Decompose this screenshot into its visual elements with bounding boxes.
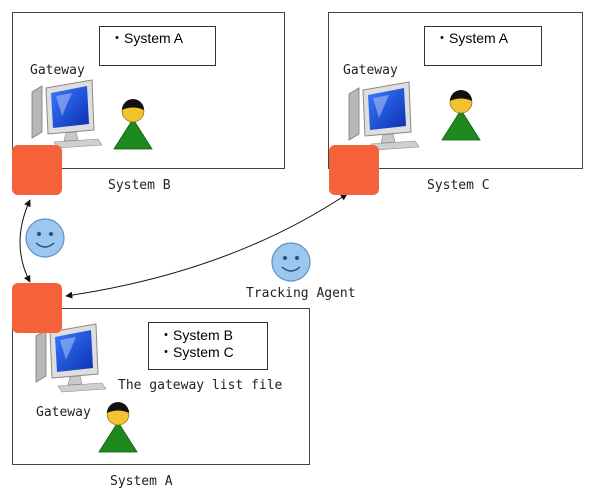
computer-icon — [348, 81, 420, 151]
system-b-name: System B — [108, 178, 171, 193]
gateway-node-a — [12, 283, 62, 333]
list-item: System C — [173, 344, 234, 360]
system-c-gateway-label: Gateway — [343, 63, 398, 78]
bullet-icon: ・ — [435, 30, 449, 46]
system-c-gateway-list: ・System A — [424, 26, 542, 66]
gateway-node-c — [329, 145, 379, 195]
gateway-node-b — [12, 145, 62, 195]
person-icon — [98, 401, 138, 453]
list-item: System B — [173, 327, 233, 343]
gateway-list-caption: The gateway list file — [118, 378, 283, 393]
person-icon — [441, 89, 481, 141]
smiley-agent-icon — [25, 218, 65, 258]
system-b-gateway-list: ・System A — [99, 26, 216, 66]
system-a-gateway-label: Gateway — [36, 405, 91, 420]
system-a-name: System A — [110, 474, 173, 489]
arrow-a-to-b — [19, 199, 31, 283]
bullet-icon: ・ — [159, 344, 173, 360]
list-item: System A — [124, 30, 184, 46]
bullet-icon: ・ — [159, 327, 173, 343]
system-b-gateway-label: Gateway — [30, 63, 85, 78]
person-icon — [113, 98, 153, 150]
system-a-gateway-list: ・System B ・System C — [148, 322, 268, 370]
list-item: System A — [449, 30, 509, 46]
computer-icon — [31, 79, 103, 149]
system-c-name: System C — [427, 178, 490, 193]
bullet-icon: ・ — [110, 30, 124, 46]
arrow-a-to-c — [65, 193, 348, 299]
computer-icon — [35, 323, 107, 393]
smiley-agent-icon — [271, 242, 311, 282]
